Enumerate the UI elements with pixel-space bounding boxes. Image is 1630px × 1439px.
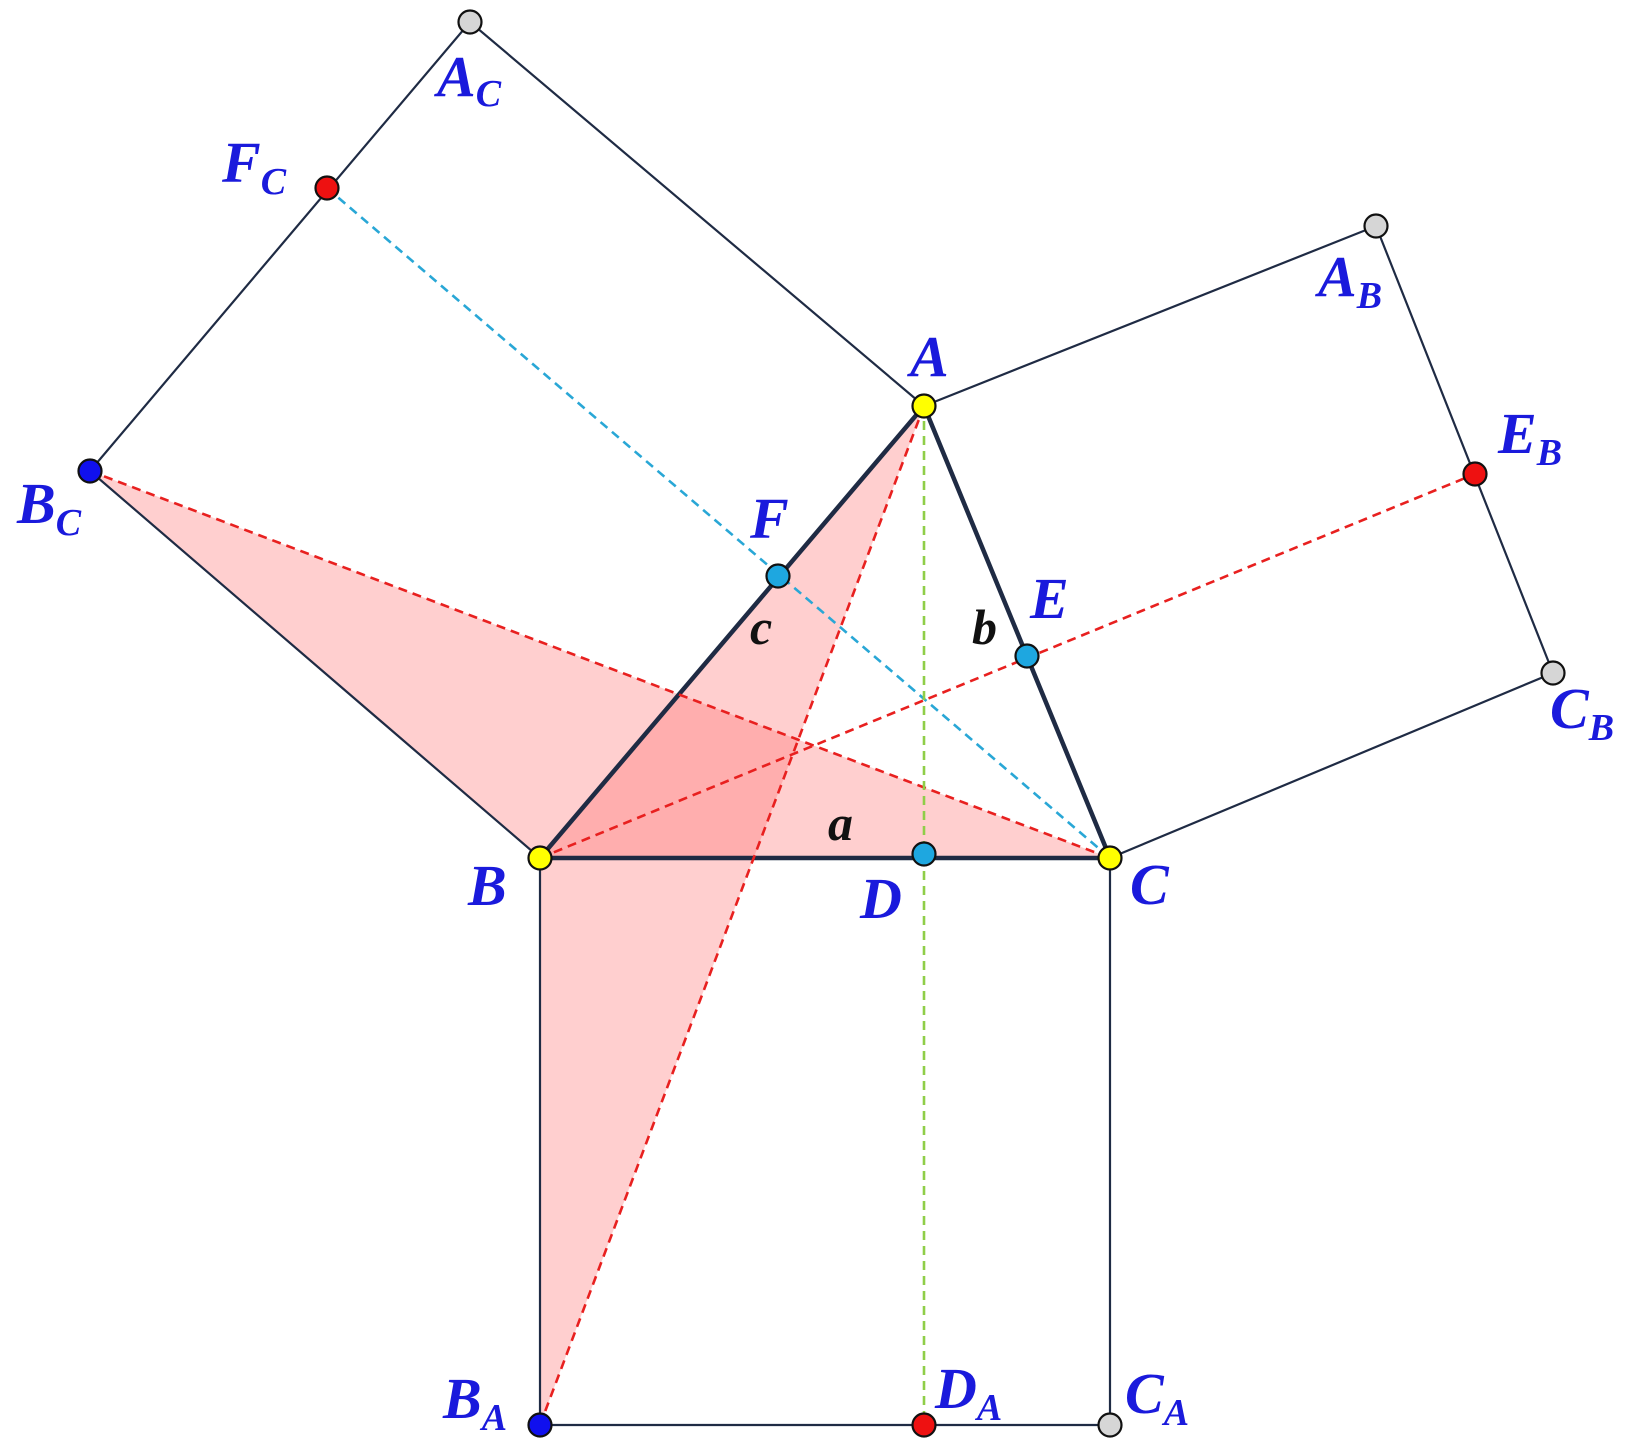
point-c[interactable] [1097,845,1123,871]
points [77,9,1566,1438]
square-on-ac [923,224,1555,860]
label-ca: CA [1125,1361,1189,1434]
shaded-triangles [90,406,1110,1425]
point-fc[interactable] [314,175,340,201]
point-ac[interactable] [457,9,483,35]
dash-b-eb [539,472,1476,860]
label-c: C [1130,852,1170,917]
point-da[interactable] [911,1412,937,1438]
label-cb: CB [1550,676,1614,749]
label-b: B [467,853,507,918]
label-bc: BC [16,471,82,544]
dash-bc-c [89,469,1111,860]
label-eb: EB [1497,401,1562,474]
point-b[interactable] [527,845,553,871]
dash-fc-c [326,187,1111,859]
label-ac: AC [434,44,502,115]
dash-a-ba [538,405,926,1426]
triangle-abc [537,403,1113,861]
point-ba[interactable] [527,1412,553,1438]
label-ab: AB [1315,244,1382,317]
label-fc: FC [221,130,287,203]
point-eb[interactable] [1462,461,1488,487]
point-bc[interactable] [77,458,103,484]
point-e[interactable] [1014,643,1040,669]
side-label-c: c [750,599,772,655]
side-label-a: a [828,795,853,851]
label-ba: BA [442,1366,507,1439]
squares [88,20,1555,1427]
square-on-ab [88,20,925,859]
label-f: F [749,486,789,551]
side-labels: a b c [750,599,997,851]
point-ca[interactable] [1097,1412,1123,1438]
point-ab[interactable] [1363,213,1389,239]
label-e: E [1029,566,1069,631]
point-cb[interactable] [1540,660,1566,686]
square-on-bc [538,858,1112,1427]
point-f[interactable] [765,563,791,589]
point-a[interactable] [911,393,937,419]
point-d[interactable] [911,841,937,867]
label-a: A [907,324,949,389]
dashed-lines [89,187,1476,1426]
label-da: DA [934,1356,1002,1429]
side-label-b: b [972,599,997,655]
label-d: D [859,866,902,931]
point-labels: AC FC BC AB EB CB A F E B C D BA DA CA [16,44,1614,1439]
